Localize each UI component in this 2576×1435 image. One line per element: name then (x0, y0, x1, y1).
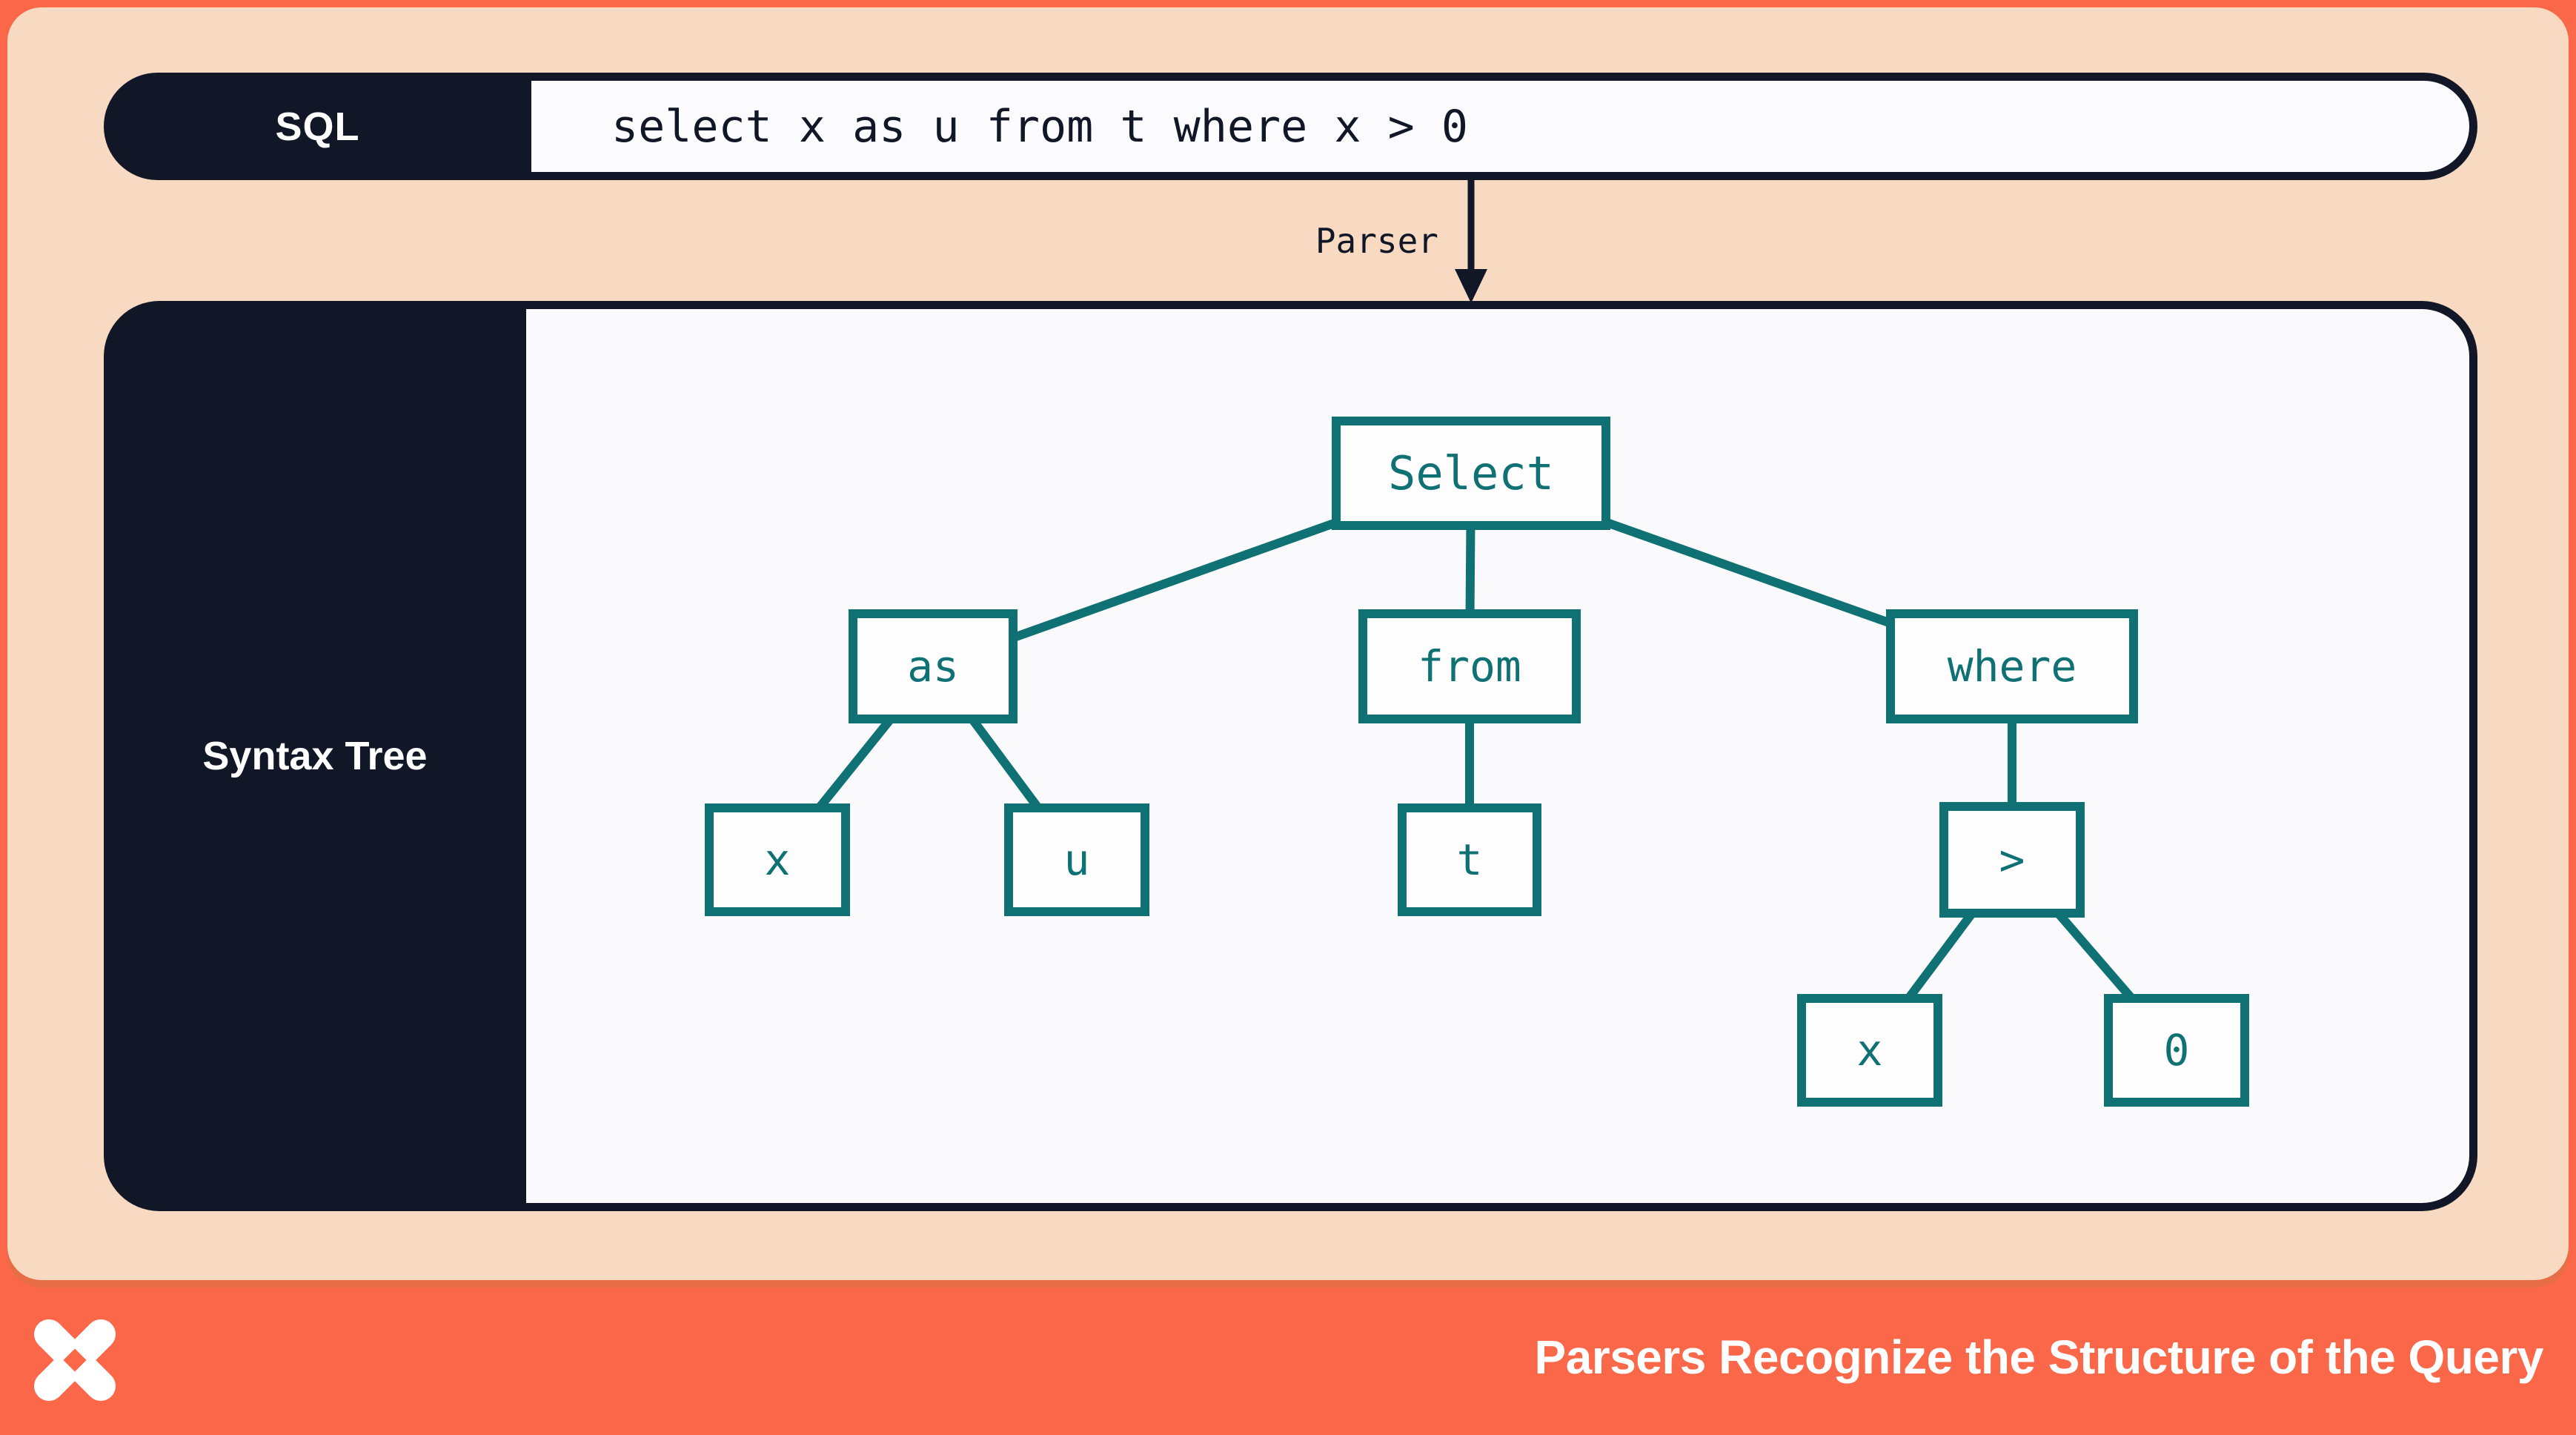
tree-node-x-under-gt: x (1797, 994, 1942, 1107)
sql-bar-label: SQL (275, 104, 360, 149)
slide-title: Parsers Recognize the Structure of the Q… (1534, 1330, 2544, 1384)
tree-node-greater-than: > (1939, 802, 2085, 918)
tree-node-select: Select (1332, 417, 1610, 530)
tree-node-zero: 0 (2104, 994, 2249, 1107)
sql-bar: select x as u from t where x > 0 SQL (104, 73, 2477, 180)
tree-node-u: u (1004, 803, 1149, 916)
tree-node-t: t (1398, 803, 1541, 916)
syntax-tree-panel-label: Syntax Tree (202, 734, 428, 778)
sql-query-text: select x as u from t where x > 0 (611, 100, 1468, 153)
pinwheel-x-logo-icon (34, 1319, 116, 1401)
parser-arrow-icon (1455, 180, 1487, 303)
tree-node-where: where (1886, 609, 2138, 723)
sql-query-field: select x as u from t where x > 0 (531, 81, 2469, 172)
tree-node-as: as (849, 609, 1018, 723)
parser-step-label: Parser (1315, 221, 1438, 261)
tree-node-x-under-as: x (705, 803, 850, 916)
tree-node-from: from (1358, 609, 1581, 723)
